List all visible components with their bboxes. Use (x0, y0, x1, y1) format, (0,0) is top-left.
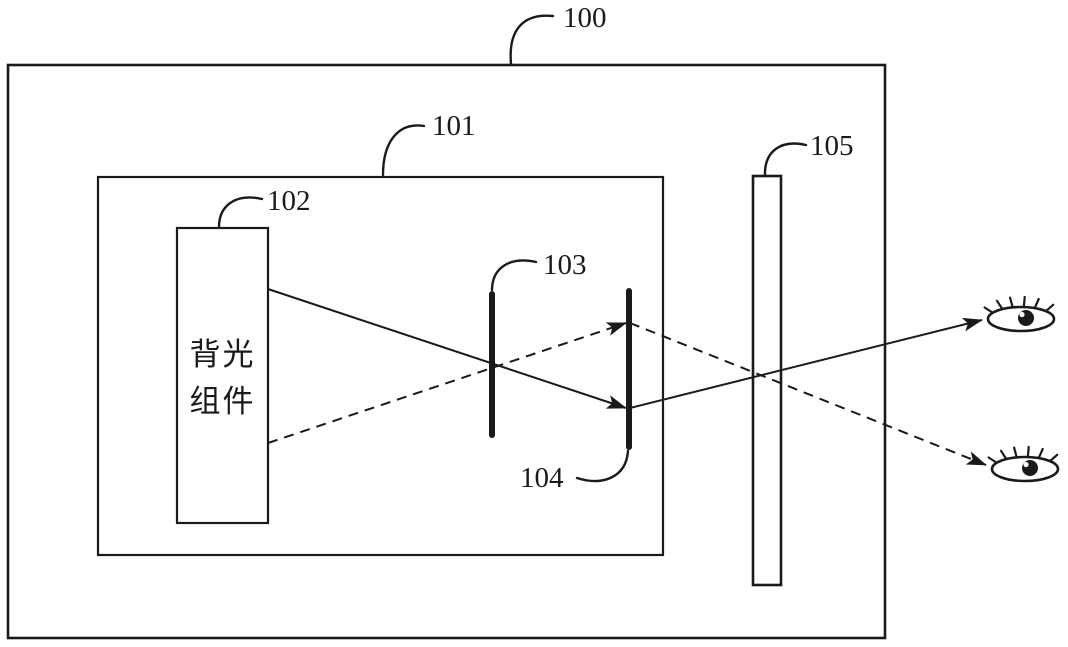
backlight-assembly-label: 背光 组件 (189, 337, 256, 419)
panel-105 (751, 174, 783, 587)
leader-103 (490, 259, 538, 292)
leader-102 (217, 196, 264, 229)
leader-105 (763, 142, 808, 178)
leader-104 (575, 449, 630, 483)
leader-101 (381, 124, 426, 177)
ref-label-103: 103 (543, 249, 587, 281)
solid-ray-backlight-to-barrier (267, 288, 627, 409)
eye-icon-upper (983, 295, 1056, 333)
ref-label-101: 101 (432, 110, 476, 142)
solid-ray-to-upper-eye (629, 317, 983, 409)
dashed-ray-backlight-to-barrier (267, 322, 627, 444)
dashed-ray-to-lower-eye (629, 322, 987, 466)
ref-label-105: 105 (810, 130, 854, 162)
ref-label-102: 102 (267, 185, 311, 217)
backlight-box-102 (175, 226, 270, 525)
ref-label-100: 100 (563, 2, 607, 34)
outer-frame-100 (6, 63, 887, 640)
ref-label-104: 104 (520, 462, 564, 494)
inner-frame-101 (96, 175, 665, 557)
leader-100 (509, 14, 555, 66)
eye-icon-lower (987, 445, 1060, 483)
